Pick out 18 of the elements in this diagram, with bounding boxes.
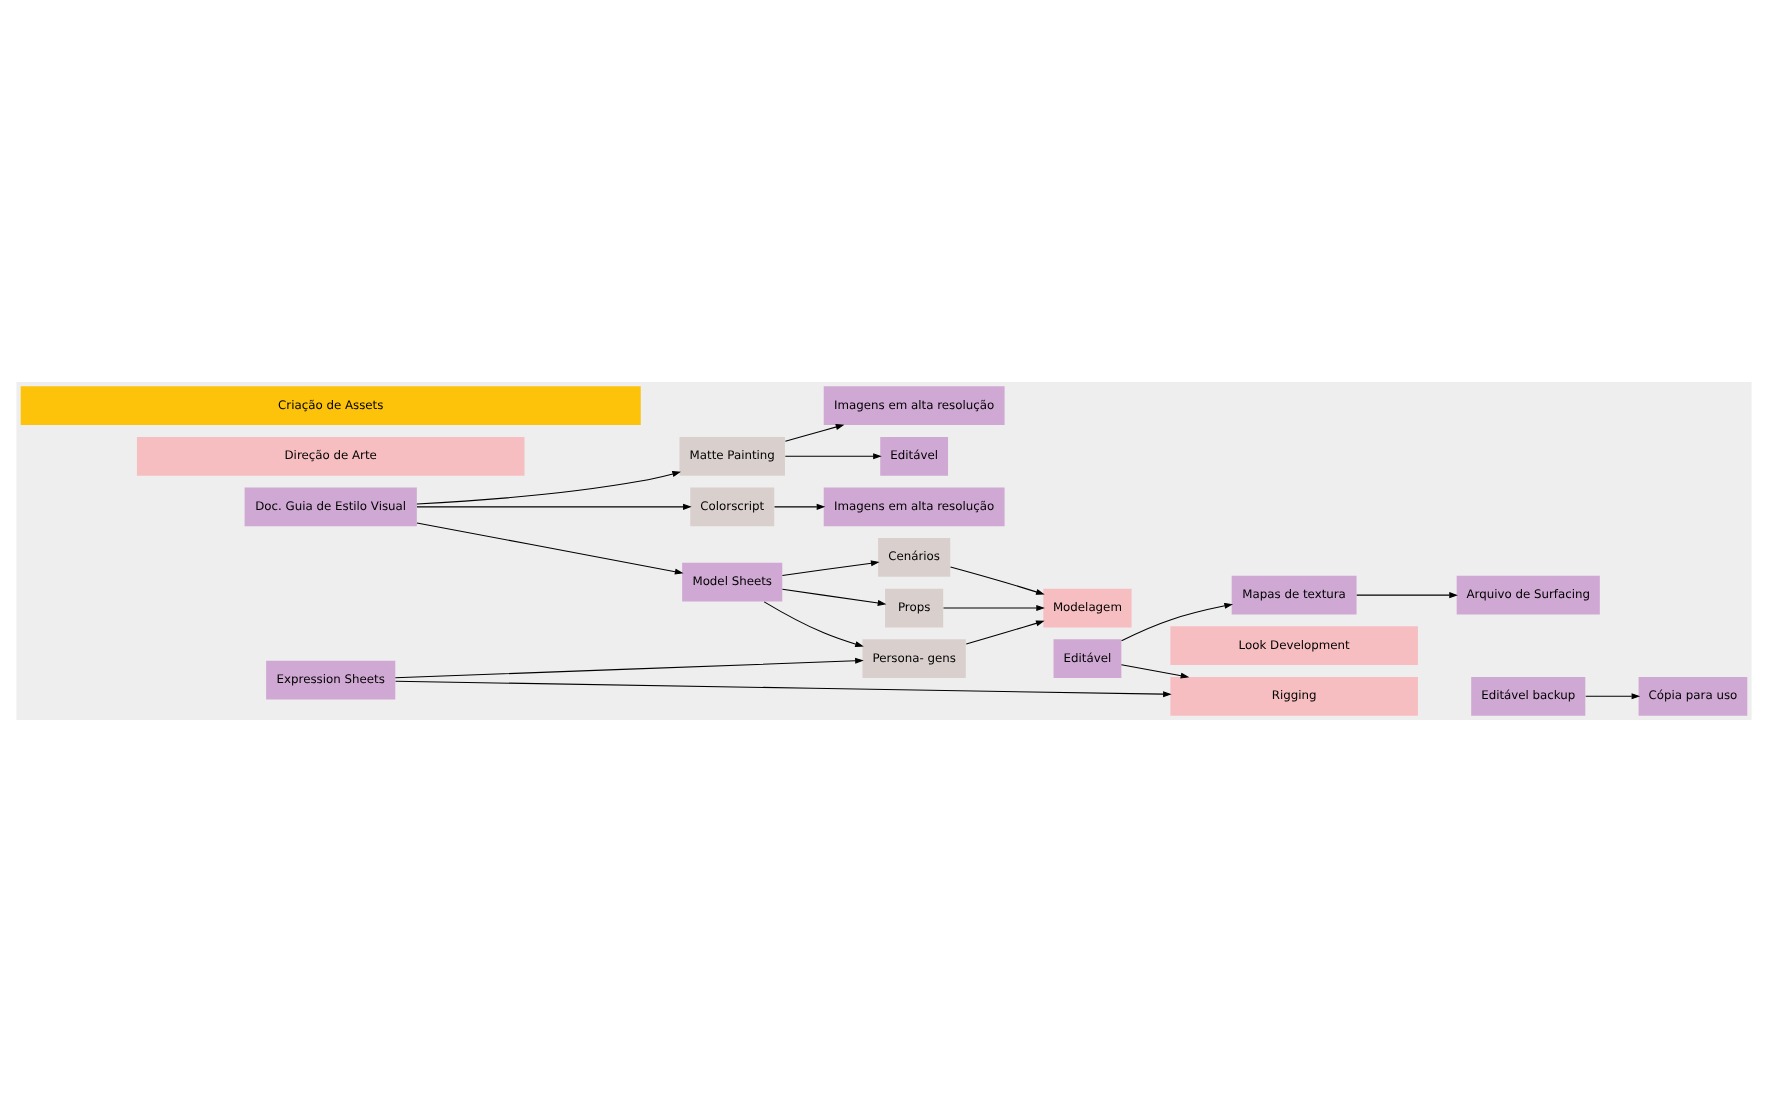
arrow: [774, 503, 826, 510]
arrow: [395, 680, 1172, 698]
arrow: [965, 620, 1045, 645]
arrow: [763, 601, 864, 648]
arrow: [1120, 664, 1190, 679]
arrow: [416, 522, 684, 575]
arrow: [781, 588, 887, 606]
arrow: [1356, 592, 1458, 599]
arrow: [942, 605, 1045, 612]
arrow: [950, 566, 1045, 595]
arrow: [781, 560, 880, 576]
arrow: [1121, 602, 1234, 642]
arrow: [1585, 693, 1641, 700]
arrow: [416, 471, 681, 505]
arrow: [784, 424, 845, 442]
arrow: [394, 657, 864, 679]
arrow: [784, 453, 882, 460]
arrow: [416, 503, 692, 510]
